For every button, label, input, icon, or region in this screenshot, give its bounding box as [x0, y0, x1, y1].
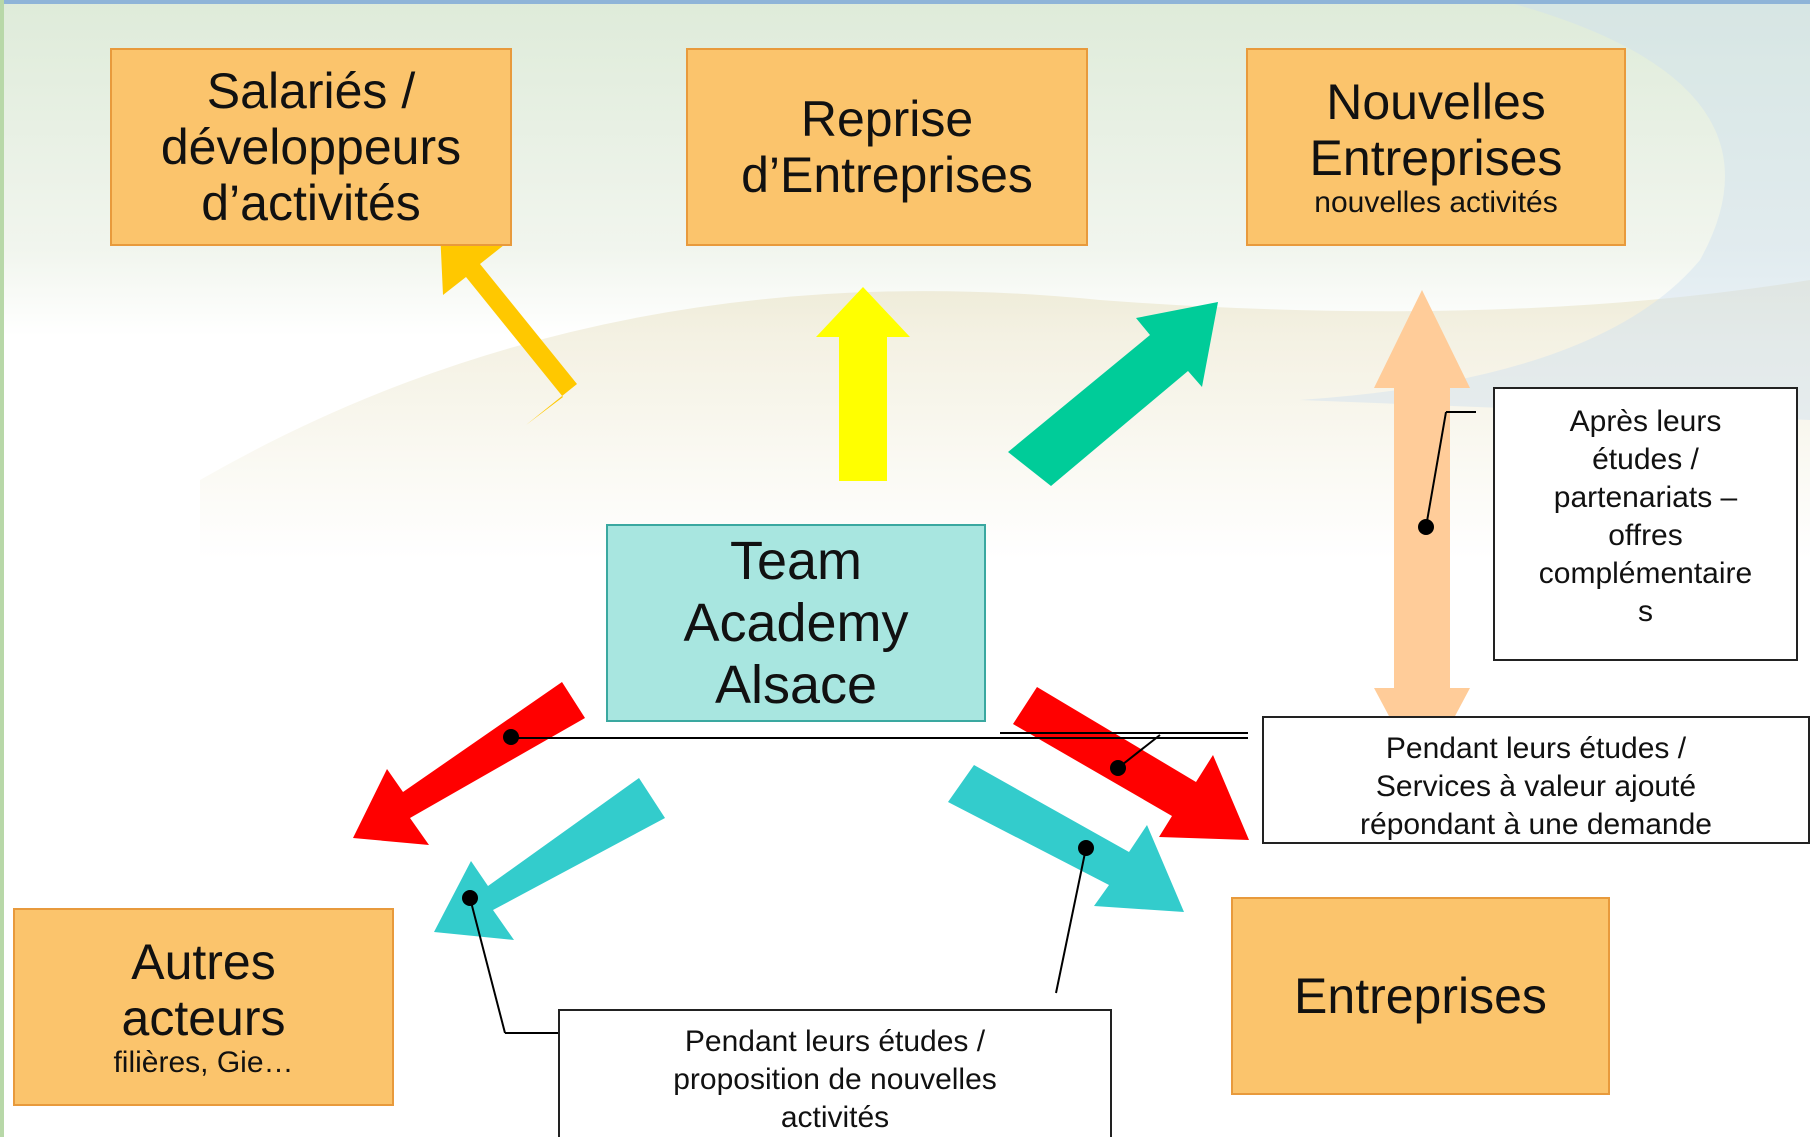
box-autres: Autres acteurs filières, Gie…: [13, 908, 394, 1106]
connector-dot-apres: [1418, 519, 1434, 535]
box-entreprises: Entreprises: [1231, 897, 1610, 1095]
box-nouvelles-line-1: Nouvelles: [1326, 74, 1546, 131]
note-apres-line-3: partenariats –: [1553, 481, 1738, 515]
note-services-line-1: Pendant leurs études /: [1385, 732, 1687, 765]
box-autres-line-1: Autres: [131, 934, 276, 991]
box-reprise-line-2: d’Entreprises: [741, 147, 1033, 203]
box-salaries: Salariés / développeurs d’activités: [110, 48, 512, 246]
box-salaries-line-1: Salariés /: [206, 63, 416, 119]
note-apres-line-5: complémentaire: [1538, 557, 1753, 591]
arrow-up-yellow: [816, 287, 910, 481]
box-nouvelles: Nouvelles Entreprises nouvelles activité…: [1246, 48, 1626, 246]
connector-line-teal-left: [469, 897, 506, 1034]
note-apres-etudes: Après leurs études / partenariats – offr…: [1493, 387, 1798, 661]
arrow-up-left-orange: [440, 230, 577, 425]
note-apres-line-6: s: [1638, 595, 1653, 629]
box-salaries-line-2: développeurs: [160, 119, 462, 175]
box-reprise-line-1: Reprise: [800, 91, 974, 147]
connector-dot-red-right: [1110, 760, 1126, 776]
arrow-up-right-green: [1008, 302, 1218, 486]
note-pendant-proposition: Pendant leurs études / proposition de no…: [558, 1009, 1112, 1137]
box-autres-line-2: acteurs: [121, 990, 286, 1047]
connector-dot-teal-left: [462, 890, 478, 906]
connector-line-teal-right: [1055, 847, 1087, 994]
note-services-line-2: Services à valeur ajouté: [1375, 770, 1697, 804]
arrow-down-left-red: [353, 682, 585, 845]
center-line-2: Academy: [683, 592, 909, 653]
box-entreprises-line-1: Entreprises: [1294, 968, 1547, 1024]
connector-line-apres: [1425, 411, 1447, 528]
center-line-1: Team: [729, 530, 863, 591]
note-proposition-line-2: proposition de nouvelles: [673, 1063, 997, 1097]
arrow-down-right-red: [1013, 687, 1249, 840]
box-nouvelles-line-2: Entreprises: [1309, 130, 1563, 187]
note-apres-line-1: Après leurs: [1569, 405, 1722, 438]
box-autres-sub: filières, Gie…: [113, 1046, 294, 1080]
note-proposition-line-3: activités: [780, 1101, 890, 1135]
note-proposition-line-1: Pendant leurs études /: [684, 1025, 986, 1058]
arrow-down-left-teal: [434, 778, 665, 940]
center-line-3: Alsace: [714, 655, 878, 716]
note-apres-line-2: études /: [1592, 443, 1699, 477]
note-pendant-services: Pendant leurs études / Services à valeur…: [1262, 716, 1810, 844]
box-reprise: Reprise d’Entreprises: [686, 48, 1088, 246]
note-services-line-3: répondant à une demande: [1360, 808, 1712, 842]
arrow-down-right-teal: [948, 765, 1184, 912]
box-nouvelles-sub: nouvelles activités: [1314, 186, 1558, 220]
box-team-academy: Team Academy Alsace: [606, 524, 986, 722]
connector-dot-teal-right: [1078, 840, 1094, 856]
arrow-double-vertical-peach: [1374, 290, 1470, 778]
box-salaries-line-3: d’activités: [201, 175, 421, 231]
connector-dot-red-left: [503, 729, 519, 745]
connector-line-red-right: [1117, 734, 1161, 769]
note-apres-line-4: offres: [1608, 519, 1683, 553]
